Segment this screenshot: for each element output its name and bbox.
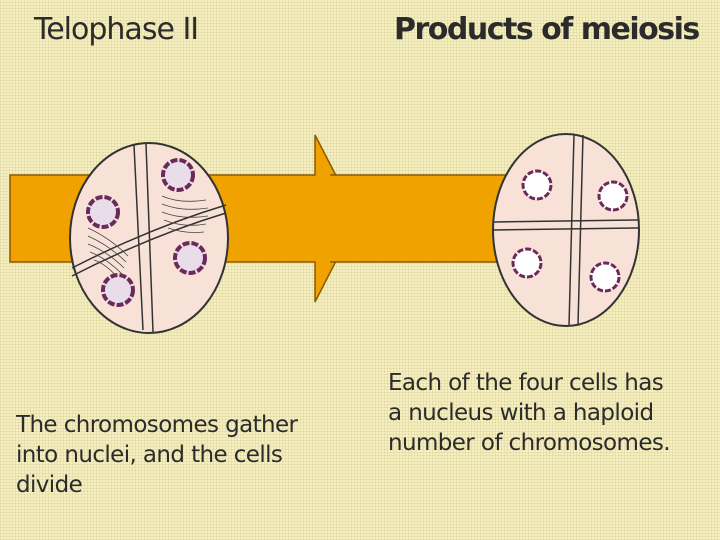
nucleus (161, 158, 195, 192)
nucleus (86, 195, 120, 229)
telophase-caption: The chromosomes gather into nuclei, and … (16, 410, 298, 500)
caption-line: a nucleus with a haploid (388, 400, 654, 426)
product-cells (492, 133, 640, 327)
telophase-cell (69, 142, 229, 334)
haploid-nucleus (521, 169, 553, 201)
haploid-nucleus (597, 180, 629, 212)
caption-line: divide (16, 472, 83, 498)
caption-line: The chromosomes gather (16, 412, 298, 438)
nucleus (173, 241, 207, 275)
caption-line: Each of the four cells has (388, 370, 664, 396)
products-title: Products of meiosis (394, 12, 700, 47)
spindle-fibers-right (161, 195, 209, 233)
telophase-title: Telophase II (34, 12, 199, 47)
nucleus (101, 273, 135, 307)
caption-line: into nuclei, and the cells (16, 442, 283, 468)
caption-line: number of chromosomes. (388, 430, 671, 456)
haploid-nucleus (589, 261, 621, 293)
haploid-nucleus (511, 247, 543, 279)
spindle-fibers-left (87, 227, 129, 279)
arrow-tail-band (330, 175, 510, 262)
products-caption: Each of the four cells has a nucleus wit… (388, 368, 671, 458)
